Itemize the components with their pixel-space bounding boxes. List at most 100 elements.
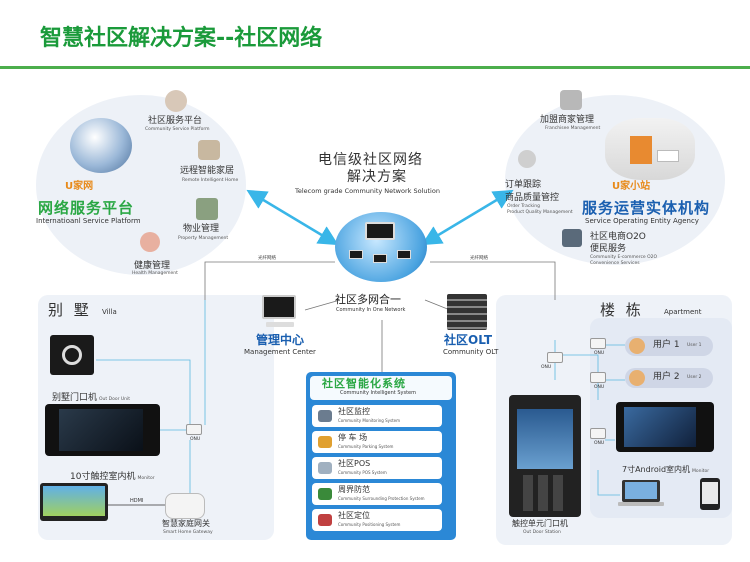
right-item-5-en: Convenience Services xyxy=(590,261,640,266)
intelligent-system-title: 社区智能化系统 xyxy=(322,377,406,390)
user1-onu-device xyxy=(590,338,606,349)
right-item-3-en: Product Quality Management xyxy=(507,210,573,215)
smart-gateway-label: 智慧家庭网关 xyxy=(162,519,210,528)
right-item-3: 商品质量管控 xyxy=(505,193,560,203)
olt-label-en: Community OLT xyxy=(443,348,499,356)
right-item-4-en: Community E-commerce O2O xyxy=(590,255,658,260)
villa-title: 别 墅 xyxy=(48,301,92,319)
left-platform-label: 网络服务平台 xyxy=(38,199,135,217)
right-entity-label: 服务运营实体机构 xyxy=(582,199,711,217)
apartment-monitor-device xyxy=(616,402,714,452)
right-item-2-en: Order Tracking xyxy=(507,204,540,209)
left-item-1-en: Community Service Platform xyxy=(145,127,210,132)
right-item-2: 订单跟踪 xyxy=(505,180,542,190)
wire-hub-olt xyxy=(424,299,451,311)
door-station-label-en: Out Door Station xyxy=(523,530,561,535)
right-bubble xyxy=(505,95,725,265)
intelligent-system-title-en: Community Intelligent System xyxy=(340,390,416,396)
center-title-line1: 电信级社区网络 xyxy=(318,152,423,168)
left-item-4: 健康管理 xyxy=(134,261,171,271)
cctv-icon xyxy=(318,410,332,422)
olt-label: 社区OLT xyxy=(444,333,493,347)
laptop-screen xyxy=(625,482,657,499)
pos-terminal-icon xyxy=(318,462,332,474)
title-divider xyxy=(0,66,750,69)
left-item-1: 社区服务平台 xyxy=(148,116,203,126)
car-icon xyxy=(318,436,332,448)
villa-title-en: Villa xyxy=(102,308,117,316)
apartment-monitor-screen xyxy=(624,407,696,447)
building-title: 楼 栋 xyxy=(600,301,644,319)
user-2-label-en: User 2 xyxy=(687,375,702,380)
right-entity-en: Service Operating Entity Agency xyxy=(585,217,699,225)
home-icon xyxy=(198,140,220,160)
user-1-label-en: User 1 xyxy=(687,343,702,348)
system-item-parking: 停 车 场 Community Parking System xyxy=(312,431,442,453)
left-item-3: 物业管理 xyxy=(183,224,220,234)
system-item-perimeter: 周界防范 Community Surrounding Protection Sy… xyxy=(312,483,442,505)
management-label-en: Management Center xyxy=(244,348,316,356)
right-brand: U家小站 xyxy=(612,181,651,192)
left-item-4-en: Health Management xyxy=(132,271,178,276)
hdmi-label: HDMI xyxy=(130,498,144,504)
system-item-monitoring: 社区监控 Community Monitoring System xyxy=(312,405,442,427)
user-1-label: 用户 1 xyxy=(653,340,680,350)
villa-monitor-device xyxy=(45,404,160,456)
arrow-right xyxy=(421,189,514,246)
perimeter-sensor-icon xyxy=(318,488,332,500)
store-counter-icon xyxy=(657,150,679,162)
system-item-pos-zh: 社区POS xyxy=(338,459,371,468)
apartment-onu-label: ONU xyxy=(594,441,605,446)
user-avatar-icon xyxy=(629,370,645,386)
building-onu-device xyxy=(547,352,563,363)
hub-label-en: Community In One Network xyxy=(336,307,406,313)
fiber-label-left: 光纤网络 xyxy=(258,256,276,261)
hub-label: 社区多网合一 xyxy=(335,293,401,306)
laptop-device xyxy=(622,480,660,502)
apartment-monitor-en: Monitor xyxy=(692,469,710,474)
olt-rack-icon xyxy=(447,294,487,330)
villa-tv-device xyxy=(40,483,108,521)
store-door-icon xyxy=(630,136,652,164)
apartment-monitor-zh: 7寸Android室内机 xyxy=(622,465,691,474)
user-avatar-icon xyxy=(629,338,645,354)
smart-gateway-label-en: Smart Home Gateway xyxy=(163,530,213,535)
right-item-1-en: Franchisee Management xyxy=(545,126,601,131)
left-platform-en: Internatioanl Service Platform xyxy=(36,217,141,225)
user-2: 用户 2 User 2 xyxy=(625,368,713,388)
health-icon xyxy=(140,232,160,252)
system-item-monitoring-en: Community Monitoring System xyxy=(338,418,400,423)
smartphone-device xyxy=(700,478,720,510)
villa-onu-label: ONU xyxy=(190,437,201,442)
smart-gateway-device xyxy=(165,493,205,519)
door-station-label: 触控单元门口机 xyxy=(512,519,568,528)
building-onu-label: ONU xyxy=(541,365,552,370)
system-item-pos: 社区POS Community POS System xyxy=(312,457,442,479)
door-station-screen xyxy=(517,409,573,469)
villa-door-unit-zh: 别墅门口机 xyxy=(52,393,98,403)
management-computer-icon xyxy=(262,295,296,319)
center-title-en: Telecom grade Community Network Solution xyxy=(295,187,440,195)
door-station-keypad xyxy=(523,475,567,511)
arrow-left xyxy=(246,189,339,246)
apartment-onu-device xyxy=(590,428,606,439)
user2-onu-label: ONU xyxy=(594,385,605,390)
villa-onu-device xyxy=(186,424,202,435)
villa-monitor-en: Monitor xyxy=(137,476,155,481)
center-title-line2: 解决方案 xyxy=(347,169,407,185)
system-item-monitoring-zh: 社区监控 xyxy=(338,407,370,416)
franchise-icon xyxy=(560,90,582,110)
user2-onu-device xyxy=(590,372,606,383)
storefront-image xyxy=(605,118,695,180)
right-item-4: 社区电商O2O xyxy=(590,232,646,242)
system-item-positioning-en: Community Positioning System xyxy=(338,522,401,527)
hub-computer-icon xyxy=(365,222,395,240)
fiber-label-right: 光纤网络 xyxy=(470,256,488,261)
tv-screen xyxy=(43,486,105,516)
left-item-2-en: Remote Intelligent Home xyxy=(182,178,239,183)
location-tag-icon xyxy=(318,514,332,526)
